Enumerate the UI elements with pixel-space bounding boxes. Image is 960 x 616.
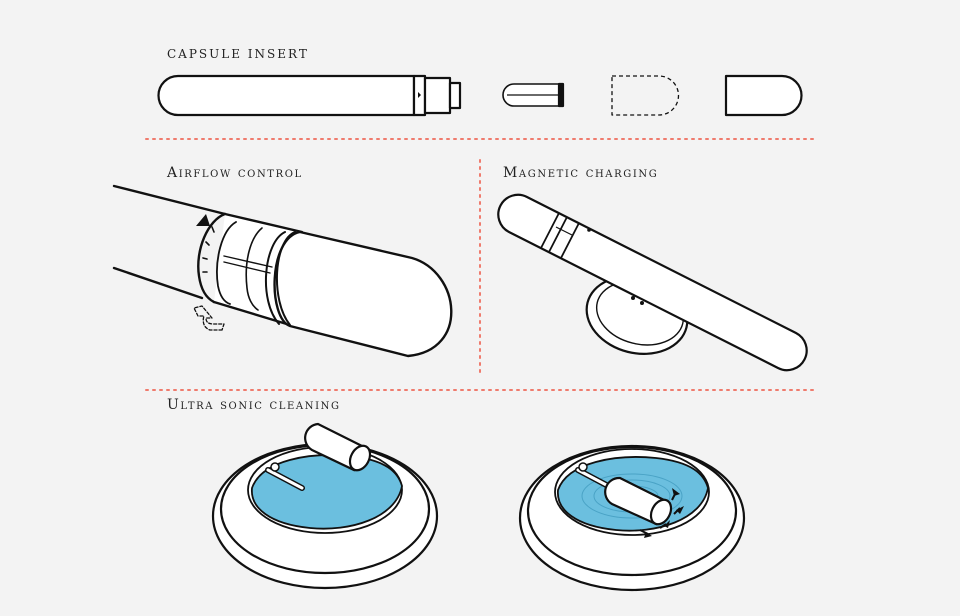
section-title-magnetic-charging: Magnetic charging	[503, 165, 659, 181]
airflow-mouthpiece	[273, 230, 453, 358]
capsule-insert-illustration	[157, 74, 803, 117]
section-title-airflow-control: Airflow control	[167, 165, 303, 181]
dashed-cap-outline	[611, 75, 680, 116]
pen-tip	[448, 81, 462, 110]
water-bath-left	[251, 454, 403, 530]
ultrasonic-cleaner-left	[211, 422, 439, 590]
magnetic-charging-illustration	[497, 193, 808, 372]
ripple-arrows-icon	[639, 488, 684, 538]
airflow-control-illustration	[112, 184, 453, 358]
airflow-ring	[197, 212, 227, 304]
pen-cap-ring	[423, 76, 452, 115]
airflow-direction-triangle	[196, 214, 210, 226]
ultrasonic-cleaner-right	[518, 444, 746, 592]
charging-pen	[497, 193, 808, 372]
section-title-capsule-insert: CAPSULE INSERT	[167, 47, 309, 61]
airflow-tick-marks	[202, 226, 215, 273]
dividers	[145, 138, 816, 391]
pen-body	[157, 74, 416, 117]
mouthpiece-cap	[724, 74, 803, 117]
pen-indicator-arrow	[418, 92, 421, 98]
section-title-ultrasonic-cleaning: Ultra sonic cleaning	[167, 397, 341, 413]
rotate-arrow-icon	[193, 305, 225, 331]
